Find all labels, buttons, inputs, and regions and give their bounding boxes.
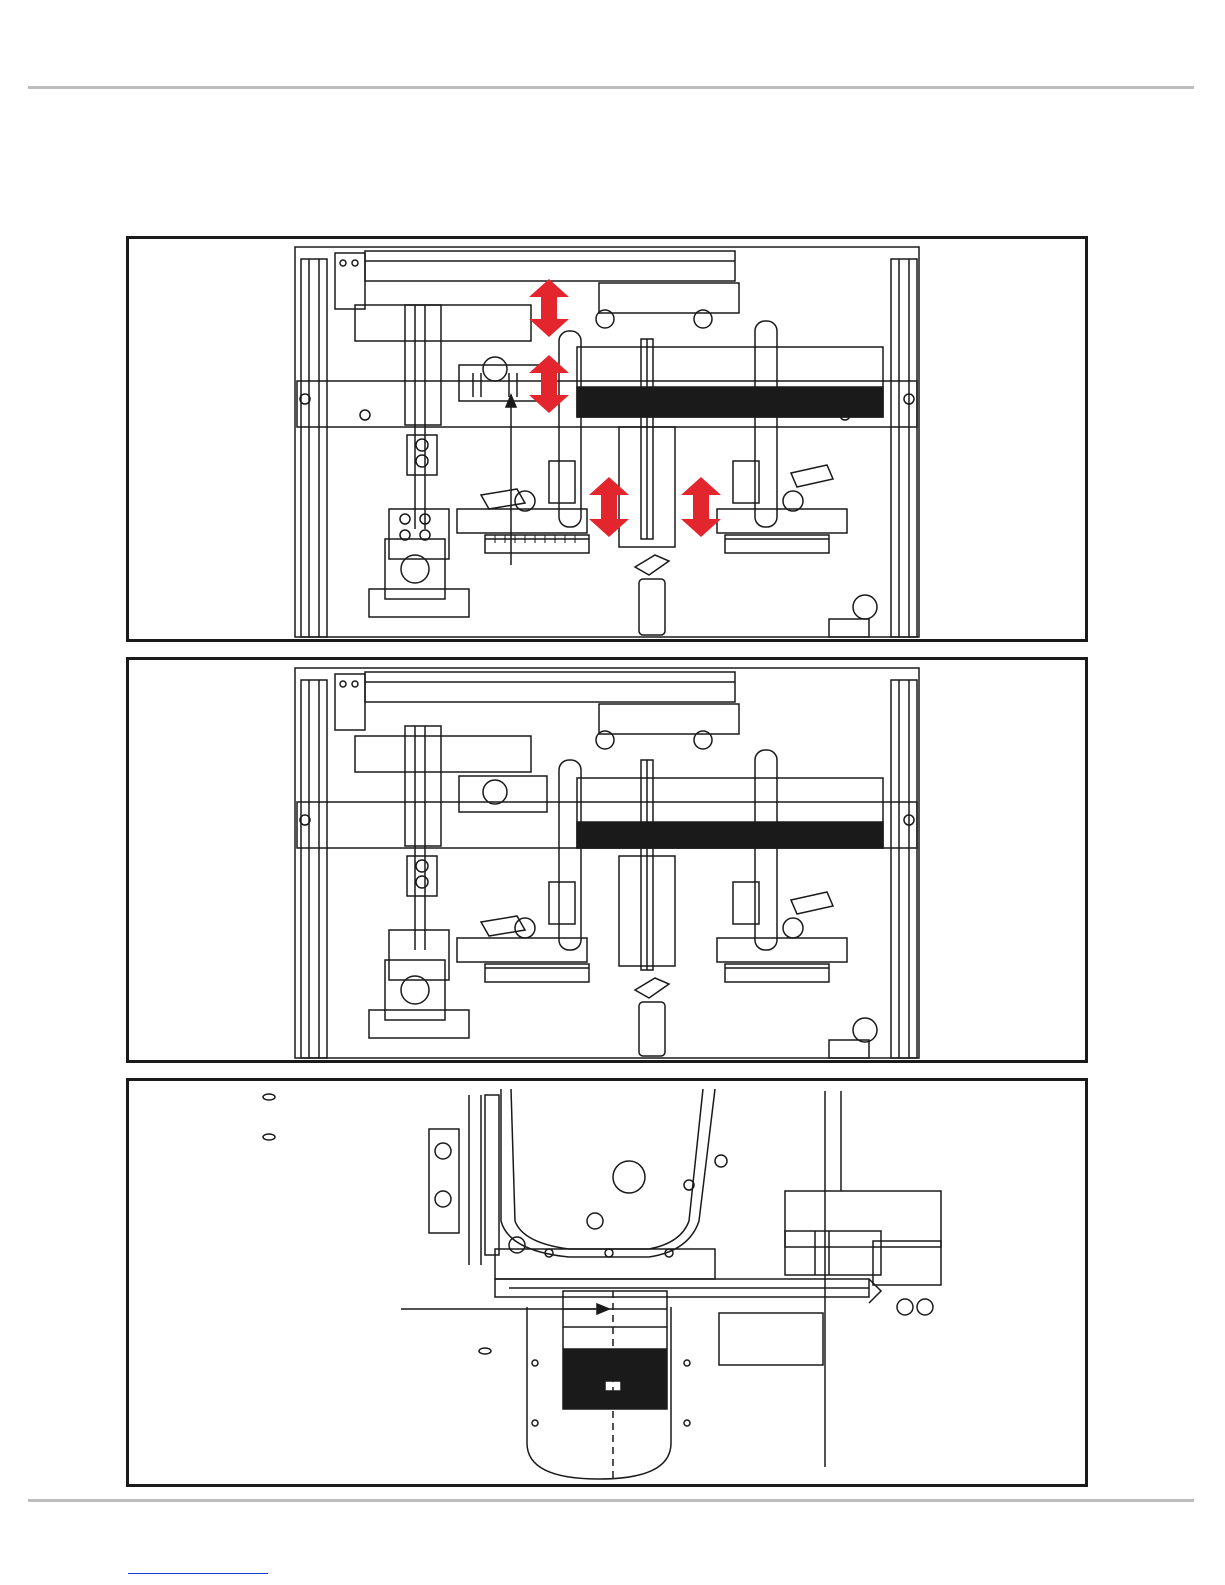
- figure-1-panel: [126, 236, 1088, 642]
- footer-link-underline[interactable]: [128, 1573, 268, 1574]
- adjustment-arrows-overlay: [129, 239, 1085, 639]
- figure-3-panel: [126, 1078, 1088, 1487]
- footer-rule: [28, 1499, 1194, 1502]
- adjustment-arrow-icon: [529, 355, 569, 413]
- adjustment-arrow-icon: [681, 477, 721, 537]
- adjustment-arrow-icon: [529, 279, 569, 337]
- adjustment-arrow-icon: [589, 477, 629, 537]
- header-rule: [28, 86, 1194, 89]
- figure-2-panel: [126, 657, 1088, 1063]
- machine-drawing-detail-view: [129, 1081, 1085, 1484]
- machine-drawing-top-view: [129, 660, 1085, 1060]
